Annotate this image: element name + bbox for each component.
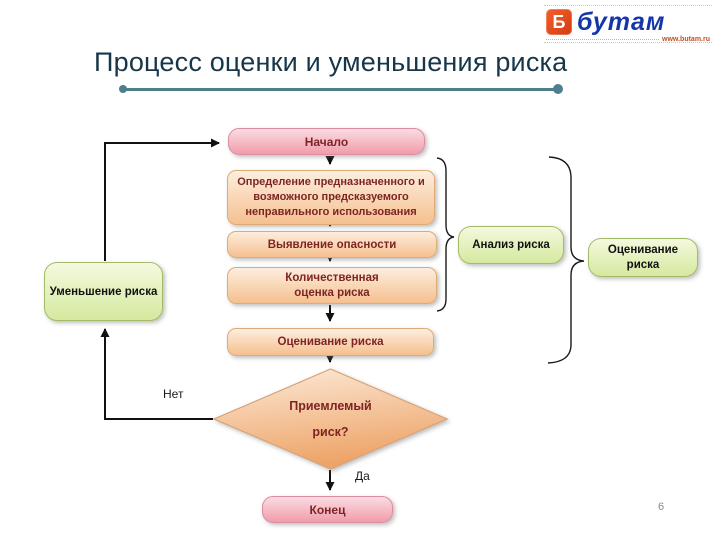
decision-label-line2: риск?	[312, 425, 349, 439]
node-hazard-identification: Выявление опасности	[227, 231, 437, 258]
logo-brand: бутам	[577, 7, 666, 36]
dotted-leader	[546, 38, 660, 40]
underline-dot-right	[553, 84, 563, 94]
logo: Б бутам www.butam.ru	[544, 5, 712, 43]
logo-url: www.butam.ru	[662, 35, 710, 43]
node-evaluation-label-line2: риска	[626, 258, 660, 271]
node-decision: Приемлемый риск?	[213, 368, 448, 470]
title-underline	[124, 88, 558, 91]
node-evaluation-label-line1: Оценивание	[607, 243, 679, 256]
branch-label-yes: Да	[355, 469, 370, 483]
underline-dot-left	[119, 85, 127, 93]
node-quantitative-assessment: Количественная оценка риска	[227, 267, 437, 304]
branch-label-no: Нет	[163, 387, 184, 401]
node-hazard-label: Выявление опасности	[267, 238, 397, 251]
node-define-use: Определение предназначенного и возможног…	[227, 170, 435, 225]
node-start: Начало	[228, 128, 425, 155]
slide-title: Процесс оценки и уменьшения риска	[94, 47, 568, 77]
brace-analysis	[436, 157, 455, 312]
node-risk-evaluation-label: Оценивание риска	[277, 336, 384, 348]
node-end: Конец	[262, 496, 393, 523]
logo-mark-icon: Б	[546, 8, 572, 35]
node-risk-reduction-label: Уменьшение риска	[49, 285, 158, 298]
node-start-label: Начало	[304, 134, 349, 149]
node-risk-reduction: Уменьшение риска	[44, 262, 163, 321]
node-end-label: Конец	[309, 502, 346, 517]
node-quant-label-line1: Количественная	[285, 271, 379, 284]
node-define-use-label: Определение предназначенного и возможног…	[237, 176, 425, 218]
node-risk-evaluation: Оценивание риска	[227, 328, 434, 356]
node-risk-analysis: Анализ риска	[458, 226, 564, 264]
logo-row: Б бутам	[546, 8, 710, 35]
node-quant-label-line2: оценка риска	[294, 286, 370, 299]
logo-url-row: www.butam.ru	[546, 35, 710, 43]
node-risk-evaluation-group: Оценивание риска	[588, 238, 698, 277]
decision-label-line1: Приемлемый	[289, 399, 372, 413]
page-number: 6	[658, 501, 665, 513]
decision-label: Приемлемый риск?	[213, 368, 448, 470]
node-risk-analysis-label: Анализ риска	[472, 239, 550, 251]
decision-diamond-shape	[213, 368, 448, 470]
